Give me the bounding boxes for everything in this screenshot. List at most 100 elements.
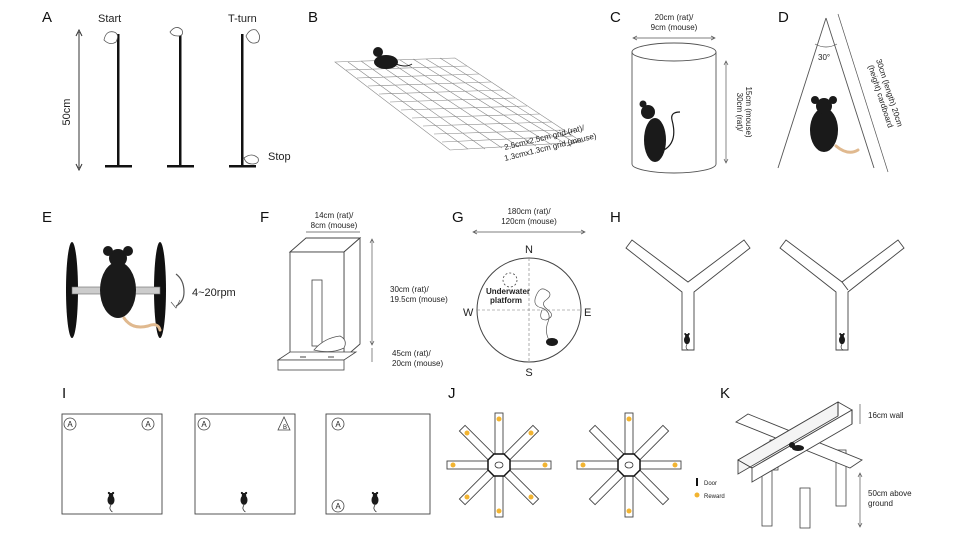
panel-f: F 14cm (rat)/ 8cm (mouse) 30cm (rat)/ 19…	[260, 209, 448, 371]
object-a: A	[335, 502, 341, 511]
panel-a-letter: A	[42, 9, 52, 26]
mouse-outline-icon	[103, 31, 118, 44]
panel-d: D 30° 30cm (length) 20cm (height) cardbo…	[777, 9, 905, 173]
rotation-arrow-icon	[170, 273, 185, 309]
legend: Door Reward	[694, 478, 725, 500]
reward-dot	[496, 508, 502, 514]
step-down-box	[276, 237, 362, 371]
object-a: A	[335, 420, 341, 429]
panel-c-letter: C	[610, 9, 621, 26]
panel-h-letter: H	[610, 209, 621, 226]
panel-k-letter: K	[720, 385, 730, 402]
reward-dot	[542, 462, 548, 468]
panel-h: H	[610, 209, 905, 351]
mouse-icon	[639, 100, 681, 162]
cylinder-width-rat: 20cm (rat)/	[655, 13, 694, 22]
platform-label-1: Underwater	[486, 287, 530, 296]
hidden-platform	[502, 272, 518, 288]
reward-dot	[626, 416, 632, 422]
swim-path	[534, 288, 552, 343]
panel-g: G 180cm (rat)/ 120cm (mouse) N S E W Und…	[452, 207, 591, 379]
reward-dot	[464, 494, 470, 500]
object-a: A	[145, 420, 151, 429]
panel-i-letter: I	[62, 385, 66, 402]
legend-door: Door	[704, 481, 717, 487]
panel-g-letter: G	[452, 209, 464, 226]
pole-t-turn	[229, 29, 260, 168]
mouse-outline-icon	[243, 154, 259, 165]
panel-b-letter: B	[308, 9, 318, 26]
panel-f-letter: F	[260, 209, 269, 226]
mouse-outline-icon	[313, 335, 346, 352]
panel-d-letter: D	[778, 9, 789, 26]
reward-dot	[626, 508, 632, 514]
wall-height-label: 16cm wall	[868, 411, 904, 420]
door-legend-icon	[696, 478, 698, 486]
object-b: B	[283, 425, 287, 431]
rotation-speed: 4~20rpm	[192, 287, 236, 299]
mouse-outline-icon	[245, 29, 260, 44]
reward-legend-icon	[694, 492, 700, 498]
box-width-rat: 14cm (rat)/	[315, 211, 354, 220]
elevation-label-1: 50cm above	[868, 489, 912, 498]
reward-dot	[496, 416, 502, 422]
elevation-label-2: ground	[868, 499, 893, 508]
legend-reward: Reward	[704, 494, 725, 500]
angle-label: 30°	[818, 53, 830, 62]
panel-j: J	[446, 385, 725, 518]
pool-diameter-mouse: 120cm (mouse)	[501, 217, 557, 226]
reward-dot	[580, 462, 586, 468]
north-label: N	[525, 244, 533, 256]
mouse-icon	[546, 338, 558, 346]
reward-dot	[450, 462, 456, 468]
mouse-icon	[100, 246, 162, 332]
box-width-mouse: 8cm (mouse)	[311, 221, 358, 230]
mouse-icon	[373, 47, 413, 69]
platform-mouse: 20cm (mouse)	[392, 359, 443, 368]
reward-dot	[464, 430, 470, 436]
novel-object-arena-1: A A	[61, 413, 163, 515]
box-height-rat: 30cm (rat)/	[390, 285, 429, 294]
y-maze-left	[625, 239, 751, 351]
pole-height-label: 50cm	[61, 99, 73, 126]
panel-k: K 16cm wall 50cm above ground	[720, 385, 912, 529]
pole-middle	[167, 27, 194, 168]
panel-e: E 4~20rpm	[42, 209, 236, 338]
mouse-icon	[810, 96, 860, 154]
radial-arm-maze-left	[446, 412, 552, 518]
south-label: S	[525, 367, 532, 379]
cylinder-height-rat: 30cm (rat)/	[735, 93, 744, 132]
open-field-grid	[334, 57, 583, 151]
panel-i: I A A A B A A	[61, 385, 431, 515]
mouse-icon	[792, 445, 804, 451]
elevated-plus-maze	[735, 401, 863, 529]
panel-c: C 20cm (rat)/ 9cm (mouse) 30cm (rat)/ 15…	[610, 9, 753, 174]
pole-cardboard: 30°	[777, 17, 875, 169]
object-a: A	[67, 420, 73, 429]
object-a: A	[201, 420, 207, 429]
panel-b: B 2.5cmx2.5cm grid (rat)/ 1.3cmx1.3cm gr…	[308, 9, 598, 163]
start-label: Start	[98, 13, 121, 25]
box-height-mouse: 19.5cm (mouse)	[390, 295, 448, 304]
water-maze-pool	[476, 257, 582, 363]
mouse-outline-icon	[169, 27, 183, 37]
platform-rat: 45cm (rat)/	[392, 349, 431, 358]
radial-arm-maze-right	[576, 412, 682, 518]
reward-dot	[672, 462, 678, 468]
y-maze-right	[779, 239, 905, 351]
t-turn-label: T-turn	[228, 13, 257, 25]
pool-diameter-rat: 180cm (rat)/	[507, 207, 551, 216]
novel-object-arena-2: A B	[194, 413, 296, 515]
cylinder	[631, 42, 717, 174]
reward-dot	[528, 430, 534, 436]
panel-j-letter: J	[448, 385, 456, 402]
pole-start	[103, 31, 132, 168]
novel-object-arena-3: A A	[325, 413, 431, 515]
stop-label: Stop	[268, 151, 291, 163]
cylinder-height-mouse: 15cm (mouse)	[744, 86, 753, 137]
platform-label-2: platform	[490, 296, 522, 305]
west-label: W	[463, 307, 474, 319]
panel-a: A Start T-turn Stop 50cm	[42, 9, 291, 172]
panel-e-letter: E	[42, 209, 52, 226]
